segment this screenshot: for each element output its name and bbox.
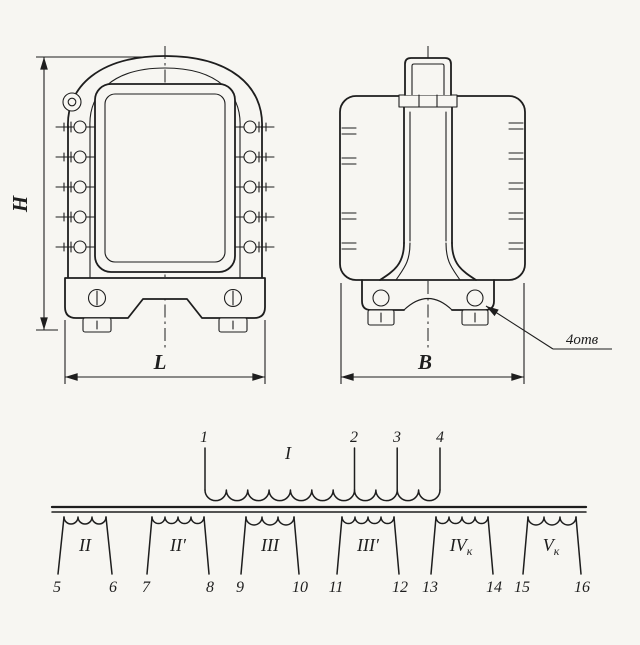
coil	[527, 516, 577, 526]
side-view: B 4отв	[339, 46, 612, 384]
winding-label: III′	[356, 535, 380, 555]
coil	[63, 516, 107, 525]
bolt	[55, 210, 96, 224]
terminal-number: 16	[574, 579, 590, 596]
side-bolt-left	[372, 289, 390, 307]
winding-label: Vк	[543, 535, 560, 558]
secondary-winding-II: II 5 6	[53, 516, 117, 596]
holes-note-label: 4отв	[566, 332, 599, 348]
coil	[245, 516, 295, 526]
winding-label: II	[78, 535, 92, 555]
winding-label: IVк	[449, 535, 473, 558]
strap-top-block	[398, 57, 458, 108]
terminal-number: 4	[436, 429, 444, 446]
bolt	[234, 180, 275, 194]
terminal-number: 15	[514, 579, 530, 596]
terminal-number: 1	[200, 429, 208, 446]
primary-winding-label: I	[284, 443, 292, 463]
bolt	[55, 180, 96, 194]
height-dimension-label: H	[8, 195, 32, 213]
terminal-number: 9	[236, 579, 244, 596]
core-lines	[50, 505, 588, 513]
side-bolt-right	[466, 289, 484, 307]
bolt	[234, 150, 275, 164]
bolt	[234, 120, 275, 134]
primary-coil	[204, 489, 441, 502]
coil	[341, 516, 395, 525]
dimension-B: B	[340, 283, 525, 384]
winding-label: II′	[169, 535, 187, 555]
terminal-bolts-left	[55, 120, 96, 254]
secondary-winding-II-prime: II′ 7 8	[142, 516, 214, 596]
dimension-H: H	[8, 56, 150, 331]
terminal-number: 13	[422, 579, 438, 596]
length-dimension-label: L	[153, 350, 167, 374]
terminal-number: 11	[329, 579, 344, 596]
bolt	[55, 150, 96, 164]
winding-schematic: 1 2 3 4 I II 5 6 II′ 7 8 III 9	[50, 429, 590, 596]
terminal-number: 12	[392, 579, 408, 596]
secondary-winding-III-prime: III′ 11 12	[329, 516, 408, 596]
terminal-number: 8	[206, 579, 214, 596]
bolt	[55, 120, 96, 134]
terminal-number: 14	[486, 579, 502, 596]
coil-outline	[94, 83, 236, 273]
bolt	[234, 210, 275, 224]
terminal-bolts-right	[234, 120, 275, 254]
terminal-number: 2	[350, 429, 358, 446]
secondary-winding-Vk: Vк 15 16	[514, 516, 590, 596]
core-side-strips	[67, 125, 263, 279]
bolt	[55, 240, 96, 254]
front-view: H L	[8, 46, 275, 384]
coil	[435, 516, 489, 525]
terminal-number: 7	[142, 579, 151, 596]
strap-rivet-loop	[62, 92, 82, 112]
strap-rivet-hole	[67, 97, 77, 107]
holes-annotation: 4отв	[485, 305, 612, 350]
bolt	[234, 240, 275, 254]
winding-label: III	[260, 535, 280, 555]
dimension-L: L	[64, 320, 266, 384]
base-frame	[64, 277, 266, 333]
coil-column	[379, 90, 477, 281]
primary-winding: 1 2 3 4 I	[200, 429, 444, 502]
terminal-number: 5	[53, 579, 61, 596]
width-dimension-label: B	[417, 350, 432, 374]
secondary-winding-III: III 9 10	[236, 516, 308, 596]
side-feet	[361, 279, 495, 326]
terminal-number: 6	[109, 579, 117, 596]
secondary-winding-IVk: IVк 13 14	[422, 516, 502, 596]
terminal-number: 10	[292, 579, 308, 596]
coil	[151, 516, 205, 525]
terminal-number: 3	[392, 429, 401, 446]
